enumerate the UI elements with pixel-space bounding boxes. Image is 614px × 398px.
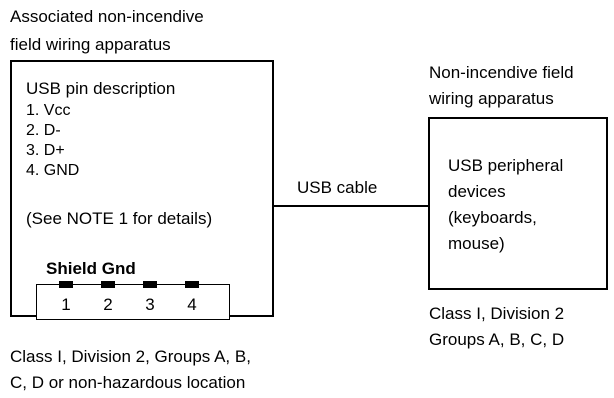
peripheral-line1: USB peripheral [448, 156, 564, 175]
shield-gnd-label: Shield Gnd [46, 259, 136, 278]
pin-description-title: USB pin description [26, 79, 176, 98]
connector-pin-1: 1 [61, 295, 71, 314]
pin-4-text: 4. GND [26, 162, 80, 179]
pin-1-text: 1. Vcc [26, 102, 71, 119]
usb-cable-line [274, 205, 429, 207]
connector-pin-3: 3 [145, 295, 155, 314]
right-location-line2: Groups A, B, C, D [429, 330, 565, 349]
left-location-line2: C, D or non-hazardous location [10, 373, 246, 392]
right-heading-line1: Non-incendive field [429, 63, 574, 82]
pin-tab-3 [143, 281, 157, 288]
right-heading-line2: wiring apparatus [429, 89, 554, 108]
usb-connector: 1 2 3 4 [36, 281, 230, 320]
peripheral-line3: (keyboards, [448, 208, 537, 227]
pin-tab-4 [185, 281, 199, 288]
pin-3-text: 3. D+ [26, 142, 65, 159]
peripheral-line4: mouse) [448, 234, 505, 253]
connector-pin-2: 2 [103, 295, 113, 314]
connector-pin-4: 4 [187, 295, 197, 314]
pin-tab-1 [59, 281, 73, 288]
associated-apparatus-box: USB pin description 1. Vcc 2. D- 3. D+ 4… [10, 60, 274, 320]
right-location-line1: Class I, Division 2 [429, 304, 565, 323]
note-reference: (See NOTE 1 for details) [26, 209, 213, 228]
pin-2-text: 2. D- [26, 122, 61, 139]
usb-cable-label: USB cable [297, 178, 378, 197]
left-location-line1: Class I, Division 2, Groups A, B, [10, 347, 251, 366]
left-heading-line2: field wiring apparatus [10, 35, 171, 54]
left-heading-line1: Associated non-incendive [10, 7, 204, 26]
pin-tab-2 [101, 281, 115, 288]
peripheral-line2: devices [448, 182, 506, 201]
peripheral-apparatus-box: USB peripheral devices (keyboards, mouse… [428, 117, 608, 290]
